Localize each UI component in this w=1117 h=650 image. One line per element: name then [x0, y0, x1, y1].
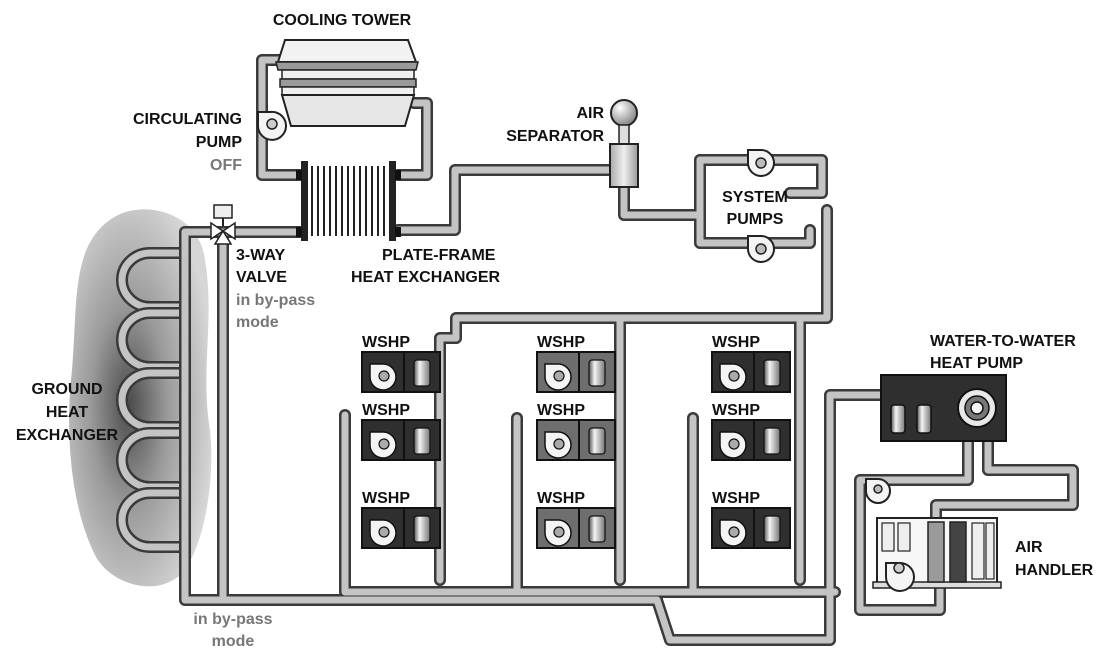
wshp-unit: WSHP: [711, 334, 791, 393]
system-pumps-label-2: PUMPS: [727, 211, 784, 228]
system-pumps-label-1: SYSTEM: [722, 189, 788, 206]
circulating-pump: [257, 110, 287, 141]
wshp-label: WSHP: [362, 490, 410, 507]
water-to-water-label-2: HEAT PUMP: [930, 355, 1023, 372]
wshp-unit: WSHP: [361, 334, 441, 393]
circulating-pump-status: OFF: [210, 157, 242, 174]
plate-frame-heat-exchanger: [296, 161, 401, 241]
plate-frame-label-1: PLATE-FRAME: [382, 247, 496, 264]
plate-frame-label-2: HEAT EXCHANGER: [351, 269, 500, 286]
compressor-icon: [588, 427, 606, 455]
wshp-label: WSHP: [712, 334, 760, 351]
ground-heat-exchanger-label-2: HEAT: [46, 404, 89, 421]
ground-loops: [116, 247, 189, 553]
three-way-valve-label-2: VALVE: [236, 269, 287, 286]
wshp-unit: WSHP: [361, 402, 441, 461]
compressor-icon: [413, 359, 431, 387]
compressor-icon: [413, 515, 431, 543]
system-pumps: [747, 148, 775, 263]
air-separator: [609, 99, 639, 188]
wshp-unit: WSHP: [536, 334, 616, 393]
cooling-tower-label: COOLING TOWER: [273, 12, 412, 29]
three-way-valve: [210, 204, 236, 245]
three-way-valve-label-1: 3-WAY: [236, 247, 286, 264]
ground-heat-exchanger-label-1: GROUND: [31, 381, 102, 398]
compressor-icon: [890, 404, 932, 434]
wshp-units: WSHP WSHP WSHP WSHP WSHP WSHP WSHP WSHP WSHP: [361, 334, 791, 549]
air-handler-fan-icon: [885, 561, 915, 592]
coil-icon: [957, 388, 997, 428]
cooling-tower: [275, 39, 419, 127]
air-separator-label-2: SEPARATOR: [506, 128, 604, 145]
air-separator-label-1: AIR: [576, 105, 604, 122]
wshp-label: WSHP: [712, 402, 760, 419]
compressor-icon: [413, 427, 431, 455]
pipe-network: [179, 54, 1079, 646]
compressor-icon: [763, 427, 781, 455]
air-handler: [872, 517, 1002, 592]
wshp-label: WSHP: [712, 490, 760, 507]
labels: COOLING TOWER CIRCULATING PUMP OFF AIR S…: [16, 12, 1094, 650]
circulating-pump-label-2: PUMP: [196, 134, 243, 151]
wshp-label: WSHP: [537, 334, 585, 351]
wshp-unit: WSHP: [536, 402, 616, 461]
bypass-mode-label-2: mode: [236, 314, 279, 331]
air-handler-pump: [865, 478, 891, 504]
compressor-icon: [588, 515, 606, 543]
wshp-unit: WSHP: [536, 490, 616, 549]
wshp-label: WSHP: [537, 402, 585, 419]
circulating-pump-label-1: CIRCULATING: [133, 111, 242, 128]
air-handler-label-1: AIR: [1015, 539, 1043, 556]
wshp-label: WSHP: [362, 334, 410, 351]
bottom-bypass-label-1: in by-pass: [193, 611, 272, 628]
compressor-icon: [763, 359, 781, 387]
ground-heat-exchanger-label-3: EXCHANGER: [16, 427, 119, 444]
wshp-label: WSHP: [362, 402, 410, 419]
compressor-icon: [588, 359, 606, 387]
compressor-icon: [763, 515, 781, 543]
system-pump-top: [747, 148, 775, 177]
water-to-water-heat-pump: [880, 374, 1007, 442]
bottom-bypass-label-2: mode: [212, 633, 255, 650]
wshp-unit: WSHP: [711, 490, 791, 549]
water-to-water-label-1: WATER-TO-WATER: [930, 333, 1076, 350]
wshp-unit: WSHP: [711, 402, 791, 461]
wshp-unit: WSHP: [361, 490, 441, 549]
wshp-label: WSHP: [537, 490, 585, 507]
air-handler-label-2: HANDLER: [1015, 562, 1094, 579]
bypass-mode-label-1: in by-pass: [236, 292, 315, 309]
system-pump-bottom: [747, 234, 775, 263]
